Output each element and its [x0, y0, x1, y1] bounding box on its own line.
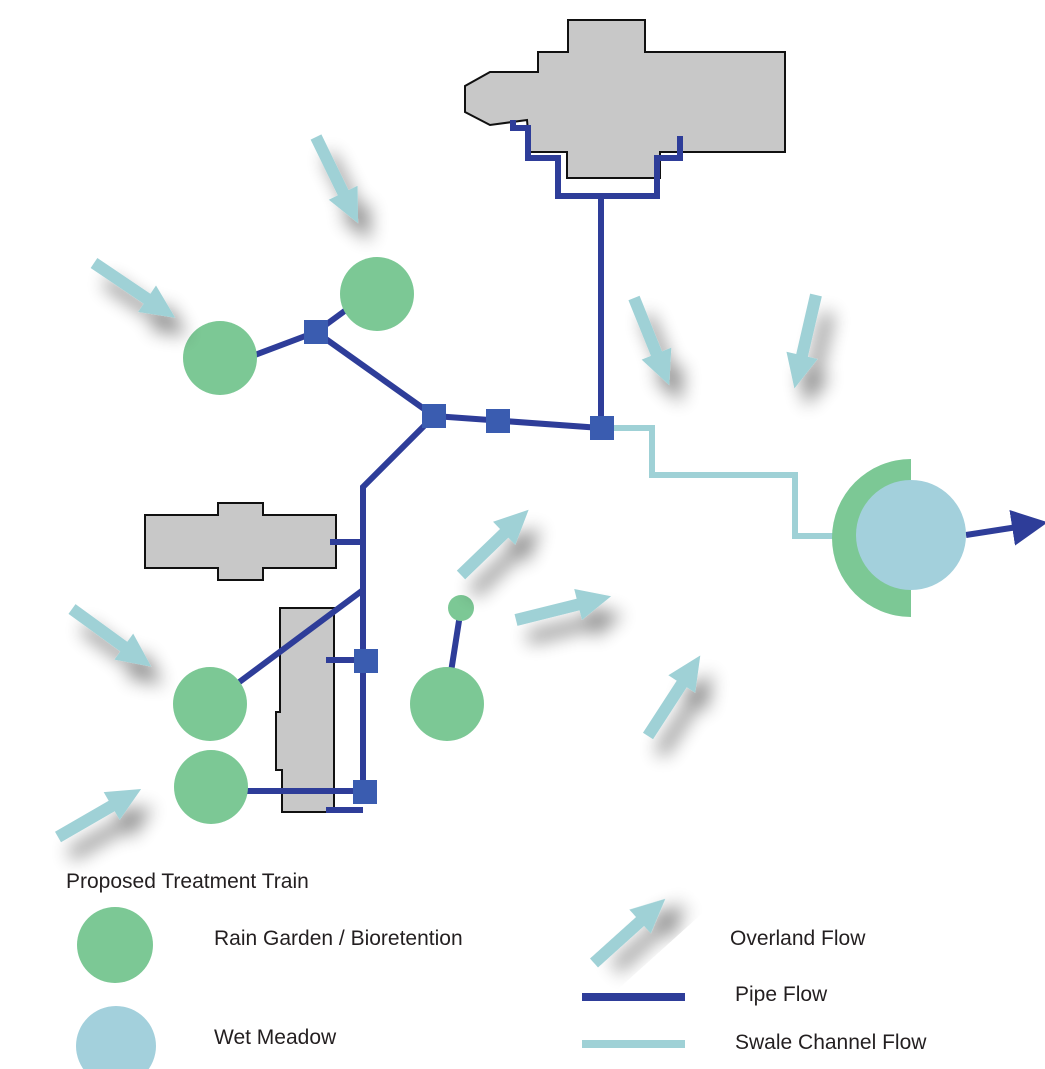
- rain-garden-node: [174, 750, 248, 824]
- wet-meadow-node: [856, 480, 966, 590]
- overland-flow-arrow: [68, 604, 152, 667]
- junction-box: [353, 780, 377, 804]
- overland-flow-arrow: [642, 655, 701, 740]
- overland-flow-arrow: [514, 588, 612, 626]
- legend-pipe-flow-label: Pipe Flow: [735, 983, 828, 1006]
- overland-flow-arrow: [310, 134, 359, 224]
- legend-swale-flow-swatch: [582, 1040, 685, 1048]
- rain-gardens: [173, 257, 484, 824]
- pipe-junctions: [304, 320, 614, 804]
- junction-box: [422, 404, 446, 428]
- legend-pipe-flow-swatch: [582, 993, 685, 1001]
- building-middle: [144, 502, 337, 581]
- junction-box: [304, 320, 328, 344]
- legend-overland-flow-label: Overland Flow: [730, 927, 866, 950]
- pipe-network: [236, 120, 1045, 813]
- swale-channel: [602, 425, 836, 539]
- overland-flow-arrows: [55, 134, 822, 843]
- overland-flow-arrow: [55, 789, 142, 843]
- overland-flow-arrow: [786, 293, 822, 389]
- overland-flow-arrow: [628, 295, 672, 386]
- legend-overland-flow-swatch: [589, 898, 666, 968]
- junction-box: [354, 649, 378, 673]
- legend-wet-meadow-label: Wet Meadow: [214, 1026, 337, 1049]
- rain-garden-node: [410, 667, 484, 741]
- building-top: [464, 19, 786, 179]
- rain-garden-node: [340, 257, 414, 331]
- legend-rain-garden-swatch: [77, 907, 153, 983]
- junction-box: [590, 416, 614, 440]
- rain-garden-node: [448, 595, 474, 621]
- overland-flow-arrow: [90, 258, 176, 318]
- junction-box: [486, 409, 510, 433]
- legend-swale-flow-label: Swale Channel Flow: [735, 1031, 927, 1054]
- rain-garden-node: [183, 321, 257, 395]
- legend-rain-garden-label: Rain Garden / Bioretention: [214, 927, 463, 950]
- legend-title: Proposed Treatment Train: [66, 870, 309, 893]
- building-lower: [275, 607, 335, 813]
- rain-garden-node: [173, 667, 247, 741]
- legend-wet-meadow-swatch: [76, 1006, 156, 1069]
- overland-flow-arrow: [456, 509, 529, 580]
